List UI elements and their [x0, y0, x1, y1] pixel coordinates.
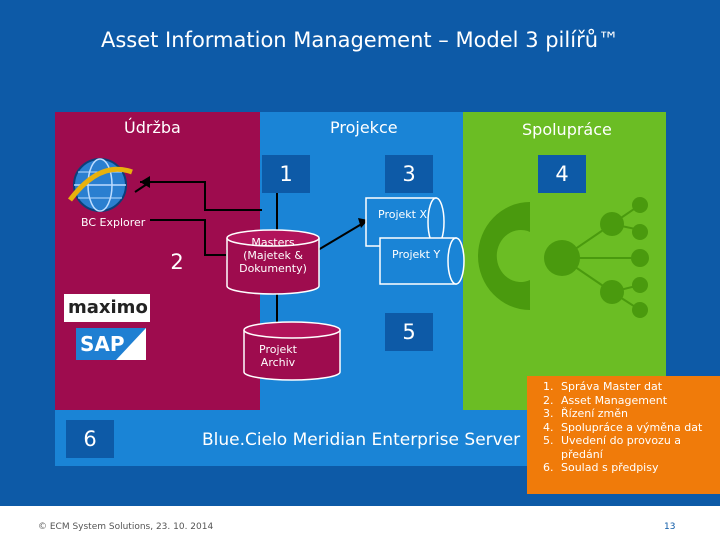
- projection-label: Projekce: [330, 118, 398, 137]
- number-3: 3: [385, 155, 433, 193]
- page-number: 13: [664, 522, 676, 532]
- maintenance-label: Údržba: [124, 118, 181, 137]
- network-nodes: [544, 197, 649, 318]
- list-item: Asset Management: [557, 394, 720, 408]
- connector-maint-masters: [150, 219, 226, 256]
- masters-label: Masters (Majetek & Dokumenty): [239, 236, 307, 275]
- project-y-label: Projekt Y: [392, 248, 441, 261]
- project-x-label: Projekt X: [378, 208, 427, 221]
- globe-icon: [68, 158, 133, 212]
- list-item: Uvedení do provozu a předání: [557, 434, 720, 461]
- archive-label: Projekt Archiv: [259, 343, 297, 369]
- connector-masters-project: [317, 221, 366, 251]
- bc-explorer-label: BC Explorer: [81, 216, 146, 229]
- number-1: 1: [262, 155, 310, 193]
- list-item: Správa Master dat: [557, 380, 720, 394]
- connector-lines: [134, 181, 366, 322]
- slide-title: Asset Information Management – Model 3 p…: [100, 28, 620, 52]
- collaboration-arc: [478, 202, 530, 310]
- number-5: 5: [385, 313, 433, 351]
- archive-cylinder: [243, 321, 341, 381]
- number-6: 6: [66, 420, 114, 458]
- list-item: Spolupráce a výměna dat: [557, 421, 720, 435]
- server-label: Blue.Cielo Meridian Enterprise Server: [202, 430, 521, 450]
- feature-list: Správa Master dat Asset Management Řízen…: [527, 376, 720, 494]
- sap-logo: SAP: [76, 328, 146, 360]
- list-item: Soulad s předpisy: [557, 461, 720, 475]
- collaboration-label: Spolupráce: [522, 120, 612, 139]
- list-item: Řízení změn: [557, 407, 720, 421]
- maximo-logo: maximo: [64, 294, 150, 322]
- number-2: 2: [153, 243, 201, 281]
- arrowhead-globe: [140, 176, 150, 188]
- number-4: 4: [538, 155, 586, 193]
- project-y-cylinder: [379, 237, 465, 285]
- connector-globe-masters: [140, 181, 262, 211]
- masters-cylinder: [226, 229, 320, 295]
- server-bar: [55, 410, 527, 466]
- footer-copyright: © ECM System Solutions, 23. 10. 2014: [38, 522, 214, 532]
- footer: [0, 506, 720, 540]
